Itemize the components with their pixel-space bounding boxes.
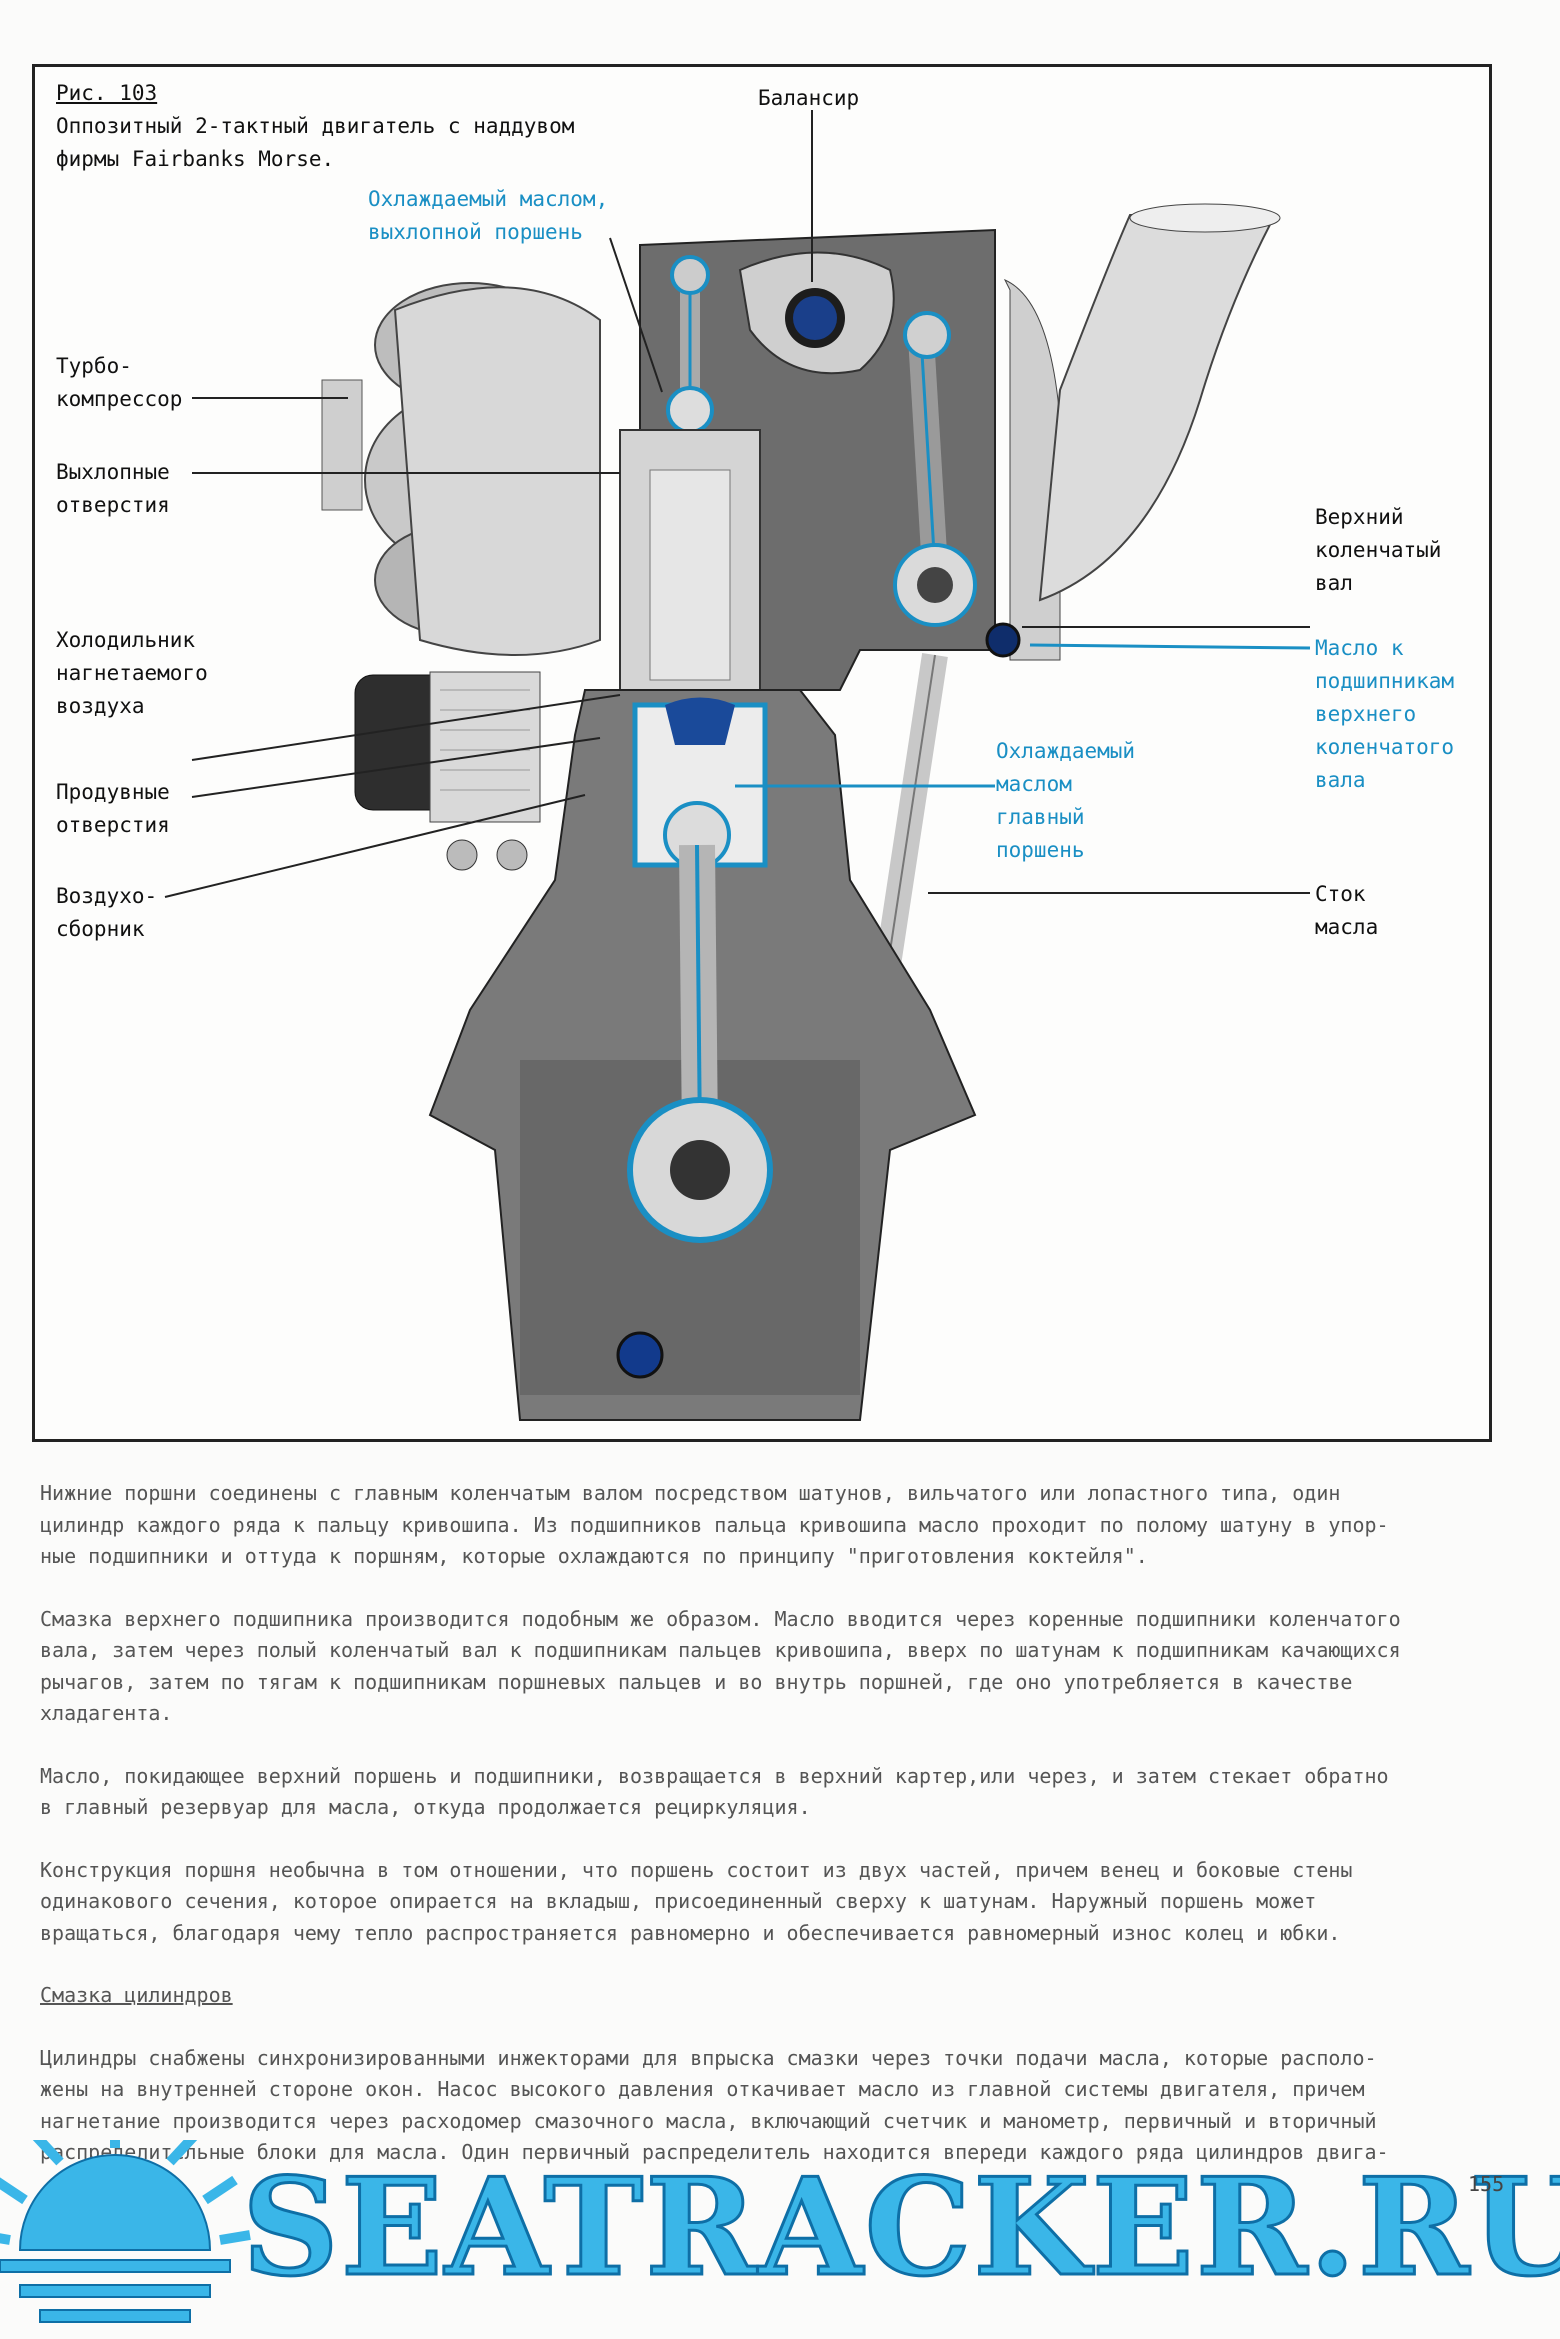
label-scavenge-ports: Продувные отверстия (56, 780, 170, 837)
watermark-text: SEATRACKER.RU (240, 2147, 1560, 2308)
section-heading: Смазка цилиндров (40, 1983, 233, 2007)
figure-caption: Оппозитный 2-тактный двигатель с наддуво… (56, 114, 575, 171)
paragraph-3: Масло, покидающее верхний поршень и подш… (40, 1763, 1389, 1820)
label-balancer: Балансир (758, 86, 860, 110)
label-oil-cooled-exhaust-piston: Охлаждаемый маслом, выхлопной поршень (368, 187, 609, 244)
label-exhaust-ports: Выхлопные отверстия (56, 460, 170, 517)
leader-lines (164, 110, 1310, 898)
body-text: Нижние поршни соединены с главным коленч… (40, 1478, 1500, 2200)
label-upper-crankshaft: Верхний коленчатый вал (1315, 505, 1442, 595)
paragraph-1: Нижние поршни соединены с главным коленч… (40, 1481, 1389, 1568)
turbocharger-drawing (321, 282, 601, 656)
watermark-sun-logo (0, 2140, 251, 2323)
label-turbocharger: Турбо- компрессор (56, 354, 183, 411)
section-paragraph: Цилиндры снабжены синхронизированными ин… (40, 2045, 1389, 2165)
paragraph-2: Смазка верхнего подшипника производится … (40, 1606, 1401, 1726)
figure-number: Рис. 103 (56, 81, 158, 105)
charge-air-cooler-drawing (354, 671, 541, 871)
engine-cutaway-illustration (164, 110, 1311, 1421)
label-air-receiver: Воздухо- сборник (56, 884, 158, 941)
label-charge-air-cooler: Холодильник нагнетаемого воздуха (56, 628, 208, 718)
label-oil-to-upper-crank-bearings: Масло к подшипникам верхнего коленчатого… (1315, 636, 1455, 792)
paragraph-4: Конструкция поршня необычна в том отноше… (40, 1857, 1353, 1945)
label-oil-cooled-main-piston: Охлаждаемый маслом главный поршень (996, 739, 1136, 862)
page-number: 155 (1468, 2172, 1505, 2196)
label-oil-drain: Сток масла (1315, 882, 1379, 939)
blue-leader-lines (735, 643, 1311, 788)
